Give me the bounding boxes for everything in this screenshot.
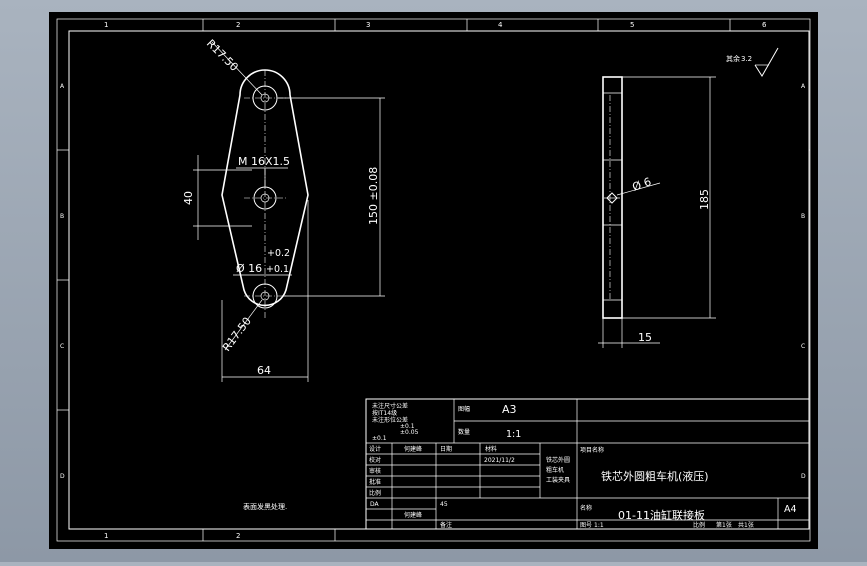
dim-thread: M 16X1.5 bbox=[238, 155, 290, 168]
date-value: 2021/11/2 bbox=[484, 457, 515, 464]
border-label: A bbox=[801, 83, 806, 90]
material-label: 材料 bbox=[485, 445, 497, 453]
roughness-check-icon bbox=[754, 47, 779, 77]
plate-outline bbox=[221, 69, 309, 307]
front-view: R17.50 R17.50 M 16X1.5 40 150 ±0.08 +0.2… bbox=[182, 37, 385, 382]
dim-15: 15 bbox=[638, 331, 652, 344]
stamp-line: 铁芯外圆 bbox=[546, 456, 570, 464]
border-label: 2 bbox=[236, 532, 240, 540]
part-label: 名称 bbox=[580, 504, 592, 512]
tolerance-note: 按IT14级 bbox=[372, 409, 397, 417]
roughness-symbol: 其余 3.2 bbox=[726, 47, 779, 77]
stamp-line: 粗车机 bbox=[546, 466, 564, 474]
border-labels-left: A B C D bbox=[60, 83, 65, 480]
border-label: 3 bbox=[366, 21, 370, 29]
stamp-line: 工装夹具 bbox=[546, 476, 570, 484]
border-label: B bbox=[60, 213, 64, 220]
ratio-label: 比例 bbox=[369, 489, 381, 497]
approve-label: 批准 bbox=[369, 478, 381, 486]
border-ticks bbox=[57, 19, 810, 541]
format-value: A3 bbox=[502, 403, 517, 416]
title-block: 未注尺寸公差 按IT14级 未注形位公差 ±0.1 ±0.05 ±0.1 图幅 … bbox=[365, 398, 810, 530]
design-label: 设计 bbox=[369, 445, 381, 453]
company-label: 项目名称 bbox=[580, 446, 604, 454]
dim-bore-upper: +0.2 bbox=[267, 248, 290, 259]
border-label: 2 bbox=[236, 21, 240, 29]
border-label: C bbox=[60, 343, 64, 350]
border-label: C bbox=[801, 343, 805, 350]
border-label: 1 bbox=[104, 532, 108, 540]
project-name: 铁芯外圆粗车机(液压) bbox=[601, 469, 709, 483]
audit-label: 审核 bbox=[369, 467, 381, 475]
sheet-background bbox=[49, 12, 818, 549]
scale-label: 比例 bbox=[693, 521, 705, 529]
format-label: 图幅 bbox=[458, 405, 470, 413]
border-label: D bbox=[60, 473, 65, 480]
tolerance-note: ±0.05 bbox=[400, 429, 419, 436]
border-labels-top: 1 2 3 4 5 6 bbox=[104, 21, 767, 29]
dim-bore: Ø 16 bbox=[236, 262, 262, 275]
dim-64: 64 bbox=[257, 364, 271, 377]
tolerance-note: ±0.1 bbox=[400, 423, 415, 430]
total-label: 共1张 bbox=[738, 521, 754, 529]
tolerance-note: ±0.1 bbox=[372, 435, 387, 442]
border-labels-right: A B C D bbox=[801, 83, 806, 480]
signer: 何建峰 bbox=[404, 511, 422, 519]
check-label: 校对 bbox=[369, 456, 381, 464]
part-name: 01-11油缸联接板 bbox=[618, 508, 705, 522]
material-value: 45 bbox=[440, 501, 448, 508]
qty-label: 数量 bbox=[458, 428, 470, 436]
side-view: Ø 6 185 15 bbox=[598, 76, 716, 348]
border-label: 4 bbox=[498, 21, 503, 29]
ratio-value: 1:1 bbox=[506, 429, 521, 440]
tolerance-note: 未注形位公差 bbox=[372, 416, 408, 424]
surface-note: 表面发黑处理. bbox=[243, 502, 287, 511]
scale-value: 1:1 bbox=[594, 522, 604, 529]
border-label: A bbox=[60, 83, 65, 90]
date-label: 日期 bbox=[440, 445, 452, 453]
border-label: 1 bbox=[104, 21, 108, 29]
border-labels-bottom: 1 2 bbox=[104, 532, 240, 540]
border-label: 5 bbox=[630, 21, 634, 29]
tolerance-note: 未注尺寸公差 bbox=[372, 402, 408, 410]
dim-185: 185 bbox=[698, 189, 711, 210]
sheet-format: A4 bbox=[784, 504, 797, 515]
remark-label: 备注 bbox=[440, 521, 452, 529]
drawing-no-label: 图号 bbox=[580, 522, 592, 529]
side-outline bbox=[602, 76, 623, 319]
dim-bore-lower: +0.1 bbox=[266, 264, 289, 275]
dim-hole-side: Ø 6 bbox=[631, 175, 653, 194]
border-label: 6 bbox=[762, 21, 767, 29]
roughness-value: 3.2 bbox=[741, 55, 752, 63]
leader-radius-bottom bbox=[224, 299, 263, 351]
side-hole bbox=[606, 192, 618, 204]
border-label: B bbox=[801, 213, 805, 220]
roughness-label: 其余 bbox=[726, 54, 740, 63]
leader-radius-top bbox=[211, 41, 263, 96]
dim-40: 40 bbox=[182, 191, 195, 205]
border-label: D bbox=[801, 473, 806, 480]
design-name: 何建峰 bbox=[404, 445, 422, 453]
sheet-label: 第1张 bbox=[716, 521, 732, 529]
da-label: DA bbox=[370, 501, 380, 508]
dim-150: 150 ±0.08 bbox=[367, 167, 380, 225]
